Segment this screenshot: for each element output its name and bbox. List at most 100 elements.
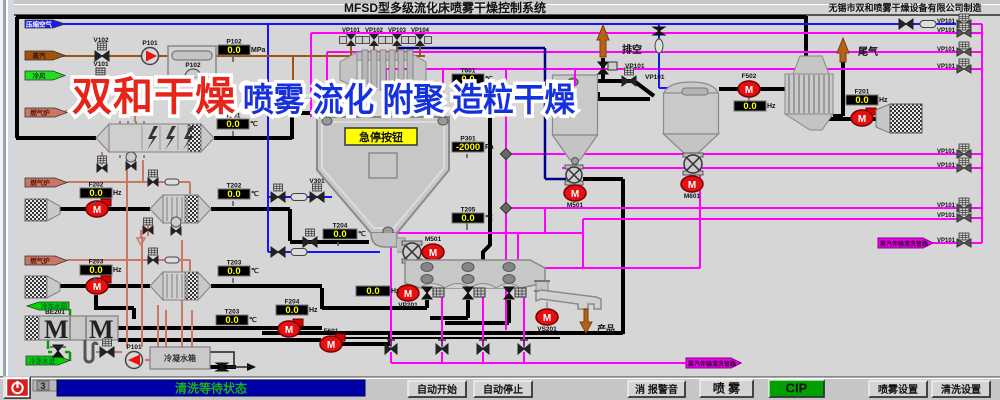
svg-text:VP104: VP104 (411, 28, 430, 34)
svg-text:喷 雾: 喷 雾 (713, 381, 741, 396)
svg-text:无锡市双和喷雾干燥设备有限公司制造: 无锡市双和喷雾干燥设备有限公司制造 (827, 2, 982, 13)
svg-text:蒸汽伴输清洗管路: 蒸汽伴输清洗管路 (880, 240, 929, 248)
svg-text:喷雾 流化 附聚 造粒干燥: 喷雾 流化 附聚 造粒干燥 (243, 81, 576, 118)
svg-text:V102: V102 (93, 37, 109, 44)
svg-text:VP103: VP103 (388, 28, 407, 34)
svg-text:燃气炉: 燃气炉 (30, 108, 50, 117)
svg-text:M: M (93, 282, 101, 293)
svg-text:VS201: VS201 (537, 326, 557, 333)
svg-text:F204: F204 (285, 299, 300, 306)
svg-text:℃: ℃ (358, 230, 366, 238)
svg-text:0.0: 0.0 (366, 286, 379, 297)
svg-text:冷风: 冷风 (33, 71, 47, 80)
svg-text:产品: 产品 (597, 323, 615, 334)
svg-text:燃气炉: 燃气炉 (30, 178, 50, 187)
svg-text:Hz: Hz (113, 267, 122, 274)
svg-text:M: M (327, 340, 335, 351)
svg-text:M: M (404, 289, 412, 300)
svg-text:0.0: 0.0 (227, 189, 240, 200)
svg-text:0.0: 0.0 (855, 95, 868, 106)
svg-text:P101: P101 (142, 40, 158, 47)
svg-text:M: M (429, 248, 437, 259)
svg-text:VP201: VP201 (398, 302, 418, 309)
svg-text:VP101: VP101 (937, 149, 956, 155)
svg-text:VP101: VP101 (937, 203, 956, 209)
svg-text:0.0: 0.0 (89, 188, 102, 199)
svg-text:M501: M501 (567, 202, 584, 209)
svg-text:BE201: BE201 (45, 309, 65, 316)
svg-text:清洗设置: 清洗设置 (941, 383, 981, 396)
svg-text:Hz: Hz (309, 307, 318, 314)
svg-text:F201: F201 (855, 89, 870, 96)
svg-text:℃: ℃ (251, 267, 259, 275)
svg-text:CIP: CIP (786, 381, 808, 396)
svg-text:T601: T601 (461, 68, 476, 75)
svg-text:VP101: VP101 (937, 163, 956, 169)
svg-text:0.0: 0.0 (743, 101, 756, 112)
svg-text:M501: M501 (425, 236, 442, 243)
svg-text:Hz: Hz (879, 97, 888, 104)
svg-text:自动停止: 自动停止 (483, 383, 523, 396)
svg-text:0.0: 0.0 (285, 305, 298, 316)
svg-text:M: M (44, 315, 69, 344)
svg-text:P301: P301 (460, 136, 476, 143)
svg-text:T201: T201 (226, 113, 241, 120)
svg-text:0.0: 0.0 (227, 45, 240, 56)
svg-text:蒸汽伴输清洗管路: 蒸汽伴输清洗管路 (688, 360, 737, 368)
svg-text:0.0: 0.0 (461, 74, 474, 85)
svg-text:自动开始: 自动开始 (417, 383, 457, 396)
svg-text:T203: T203 (227, 260, 242, 267)
svg-text:M601: M601 (684, 193, 701, 200)
svg-text:MFSD型多级流化床喷雾干燥控制系统: MFSD型多级流化床喷雾干燥控制系统 (344, 0, 546, 15)
svg-text:M: M (93, 205, 101, 216)
svg-text:P102: P102 (226, 39, 242, 46)
svg-text:冷冻水回: 冷冻水回 (41, 302, 68, 311)
svg-text:T202: T202 (227, 183, 242, 190)
svg-text:蒸汽: 蒸汽 (33, 51, 47, 60)
svg-text:0.0: 0.0 (227, 266, 240, 277)
svg-text:Hz: Hz (113, 190, 122, 197)
svg-text:M: M (858, 114, 866, 125)
svg-text:℃: ℃ (251, 190, 259, 198)
svg-text:VP101: VP101 (937, 64, 956, 70)
svg-text:V101: V101 (93, 61, 109, 68)
svg-text:0.0: 0.0 (461, 213, 474, 224)
svg-text:Pa: Pa (485, 144, 494, 151)
svg-text:F601: F601 (324, 328, 339, 335)
svg-text:VP101: VP101 (937, 238, 956, 244)
svg-text:P101: P101 (126, 344, 142, 351)
svg-text:急停按钮: 急停按钮 (359, 130, 403, 144)
svg-text:-2000: -2000 (456, 142, 480, 153)
svg-text:M: M (688, 180, 696, 191)
svg-text:T205: T205 (461, 207, 476, 214)
svg-text:尾气: 尾气 (858, 45, 878, 58)
svg-text:M: M (285, 325, 293, 336)
svg-text:F502: F502 (742, 73, 757, 80)
svg-text:VP101: VP101 (937, 28, 956, 34)
svg-text:F203: F203 (89, 259, 104, 266)
svg-text:℃: ℃ (485, 75, 493, 83)
svg-text:VP102: VP102 (365, 28, 384, 34)
svg-text:冷冻水进: 冷冻水进 (29, 356, 56, 365)
svg-text:冷凝水箱: 冷凝水箱 (164, 353, 196, 363)
svg-text:M: M (745, 85, 753, 96)
svg-text:消 报警音: 消 报警音 (635, 383, 678, 396)
svg-text:0.0: 0.0 (225, 315, 238, 326)
svg-text:压缩空气: 压缩空气 (26, 20, 53, 29)
svg-text:0.0: 0.0 (89, 265, 102, 276)
svg-text:T203: T203 (225, 309, 240, 316)
svg-text:3: 3 (40, 381, 45, 391)
svg-text:燃气炉: 燃气炉 (30, 256, 50, 265)
svg-text:MPa: MPa (251, 47, 266, 54)
svg-text:℃: ℃ (485, 214, 493, 222)
svg-text:P102: P102 (185, 62, 201, 69)
svg-text:Hz: Hz (391, 288, 400, 295)
svg-text:V301: V301 (309, 178, 325, 185)
svg-text:喷雾设置: 喷雾设置 (878, 383, 918, 396)
svg-text:℃: ℃ (249, 316, 257, 324)
svg-text:VP101: VP101 (937, 213, 956, 219)
svg-text:0.0: 0.0 (333, 229, 346, 240)
svg-text:清洗等待状态: 清洗等待状态 (175, 381, 247, 396)
svg-text:VP101: VP101 (645, 74, 665, 81)
svg-text:F202: F202 (89, 182, 104, 189)
